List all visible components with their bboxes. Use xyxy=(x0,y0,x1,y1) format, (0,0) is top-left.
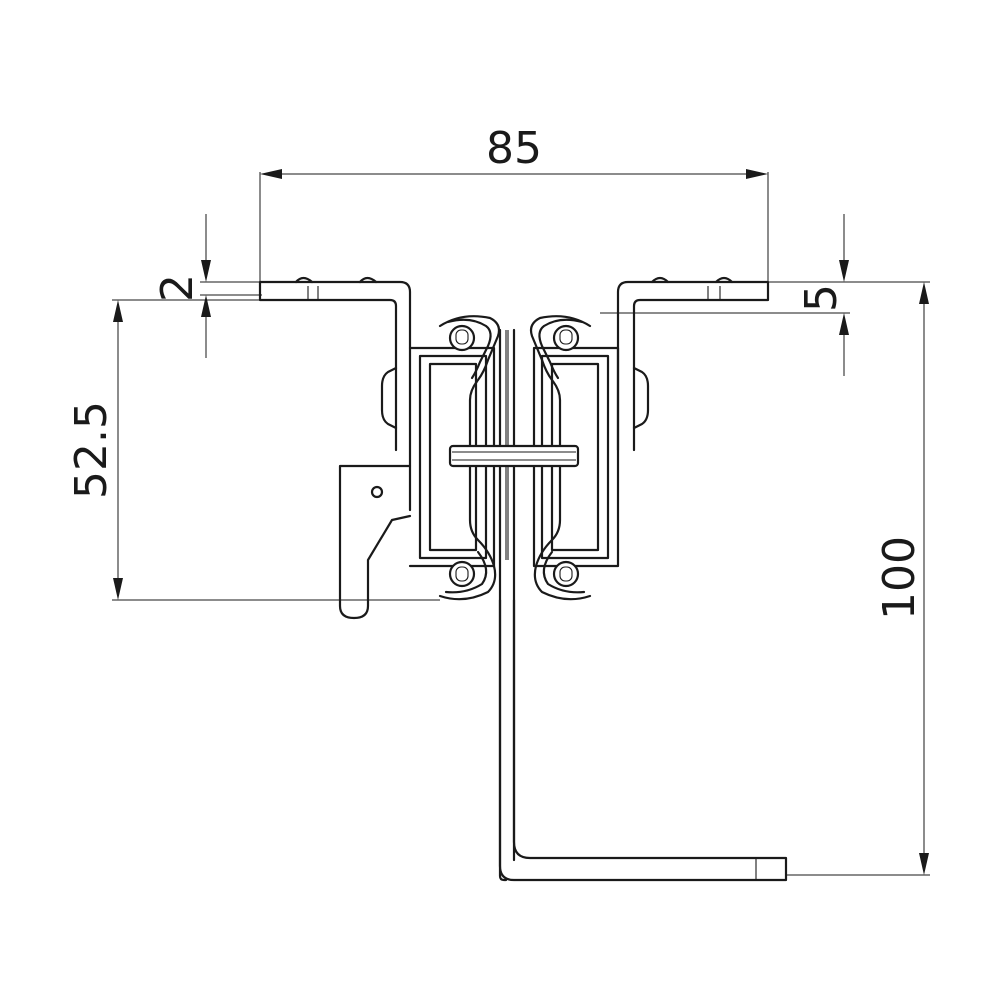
left-lug xyxy=(380,366,398,430)
dimension-100-label: 100 xyxy=(874,536,925,620)
right-lug xyxy=(632,366,650,430)
pivot-pins xyxy=(448,324,580,588)
pivot-pin-top-left xyxy=(448,324,476,352)
central-spine xyxy=(498,328,516,882)
lower-left-plate xyxy=(338,464,412,620)
dimension-85-label: 85 xyxy=(486,123,542,174)
dimension-5-label: 5 xyxy=(796,284,847,312)
dimension-2-label: 2 xyxy=(152,274,203,302)
bottom-arm xyxy=(498,598,788,882)
dimension-52-5: 52.5 xyxy=(66,299,440,601)
left-spring xyxy=(438,315,501,601)
pivot-pin-top-right xyxy=(552,324,580,352)
center-clamp xyxy=(448,444,580,468)
dimension-5: 5 xyxy=(600,214,930,376)
dimension-2: 2 xyxy=(152,214,262,358)
dimension-52-5-label: 52.5 xyxy=(66,401,117,499)
dimension-85: 85 xyxy=(259,123,769,282)
dimension-100: 100 xyxy=(786,282,930,876)
right-bracket xyxy=(616,276,770,452)
left-bracket xyxy=(258,276,412,512)
pivot-pin-bottom-right xyxy=(552,560,580,588)
mounting-hole xyxy=(370,485,384,499)
right-spring xyxy=(529,315,592,601)
pivot-pin-bottom-left xyxy=(448,560,476,588)
